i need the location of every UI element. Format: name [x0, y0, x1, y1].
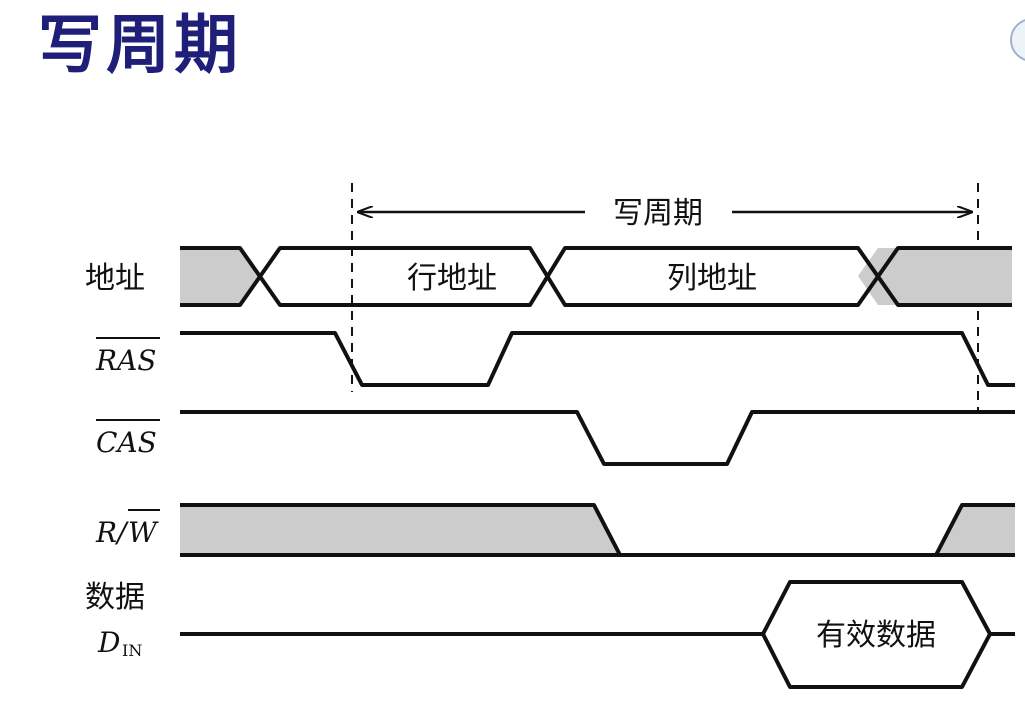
address-waveform [180, 246, 1012, 307]
ras-label: RAS [95, 344, 156, 377]
col-address-label: 列地址 [667, 261, 757, 296]
data-waveform [180, 580, 1015, 689]
slide-title: 写周期 [38, 9, 242, 83]
row-address-label: 行地址 [407, 261, 497, 296]
cas-waveform [180, 410, 1015, 466]
ras-waveform [180, 331, 1015, 387]
data-label-sub: IN [122, 641, 142, 660]
address-label: 地址 [85, 261, 145, 296]
data-label-d: D [97, 626, 120, 659]
rw-label-r: R/ [95, 516, 129, 549]
data-label-top: 数据 [85, 580, 145, 615]
valid-data-label: 有效数据 [816, 618, 936, 653]
period-label: 写周期 [613, 196, 703, 231]
rw-label-w: W [128, 516, 159, 549]
cas-label: CAS [96, 426, 157, 459]
rw-waveform [180, 503, 1015, 557]
